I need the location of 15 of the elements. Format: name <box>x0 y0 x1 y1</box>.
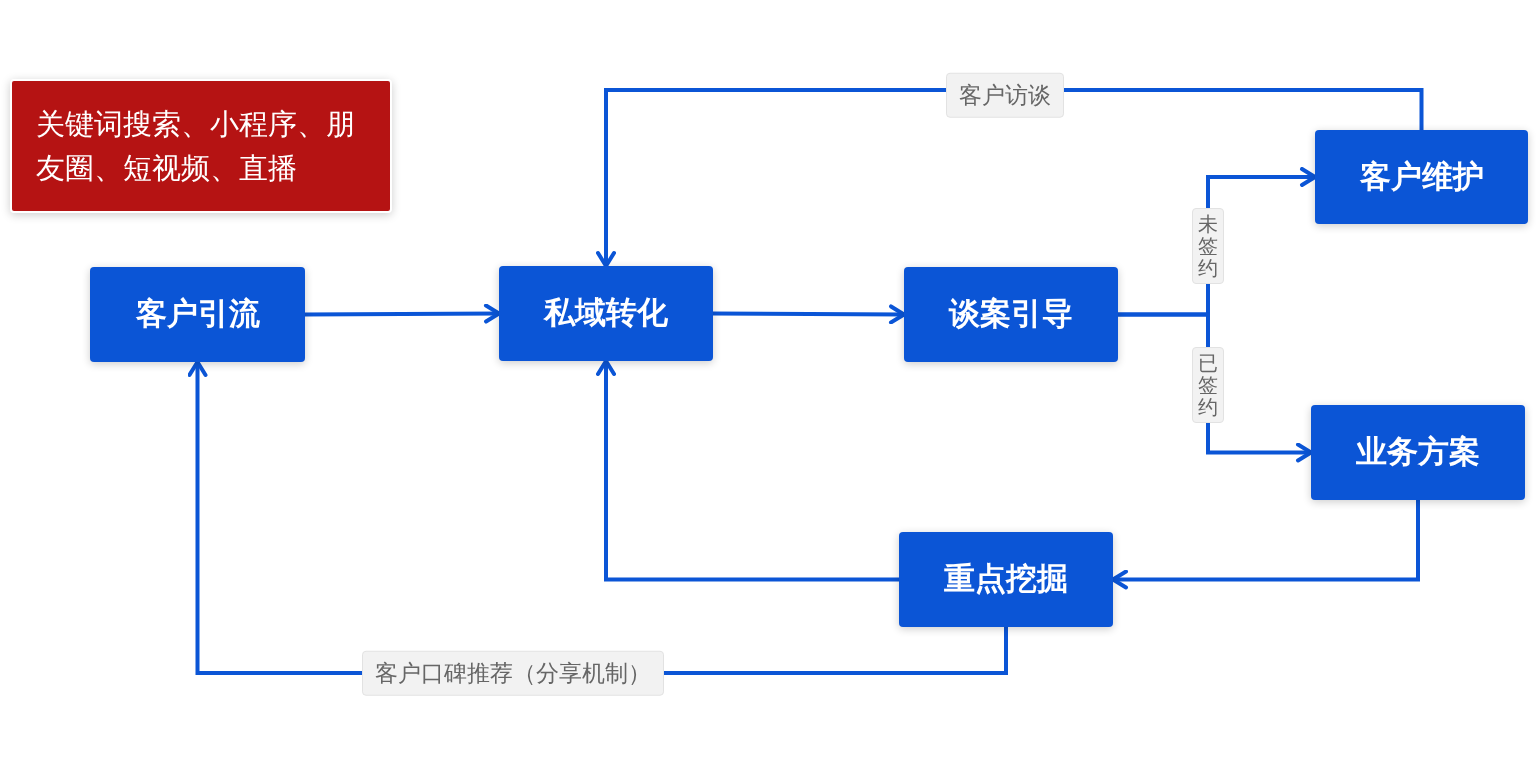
connector-arrow <box>305 303 501 324</box>
connector-arrow <box>713 304 906 325</box>
edge-label: 客户口碑推荐（分享机制） <box>362 650 664 696</box>
connector-arrow <box>1111 500 1420 590</box>
process-box: 客户维护 <box>1315 130 1528 224</box>
process-box: 业务方案 <box>1311 405 1525 500</box>
process-box: 重点挖掘 <box>899 532 1113 627</box>
process-box: 客户引流 <box>90 267 305 362</box>
edge-label: 未签约 <box>1192 208 1224 284</box>
connector-arrow <box>596 359 899 582</box>
edge-label: 已签约 <box>1192 347 1224 423</box>
process-box: 谈案引导 <box>904 267 1118 362</box>
note-box: 关键词搜索、小程序、朋友圈、短视频、直播 <box>10 79 392 213</box>
edge-label: 客户访谈 <box>946 72 1064 118</box>
process-box: 私域转化 <box>499 266 713 361</box>
